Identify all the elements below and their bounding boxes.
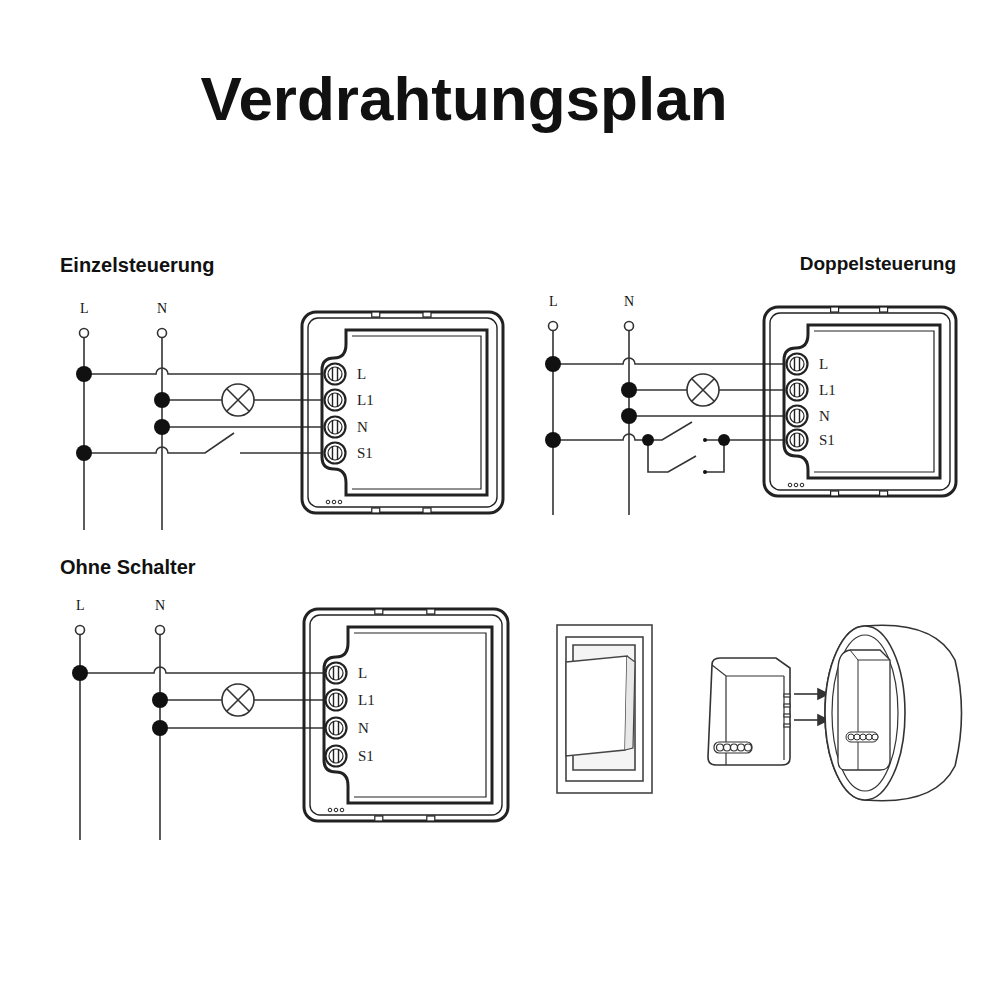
double-control-wiring xyxy=(545,322,797,516)
terminal-label: N xyxy=(357,420,368,435)
terminal-label: S1 xyxy=(358,749,374,764)
supply-label: L xyxy=(80,302,89,316)
terminal-label: L1 xyxy=(358,693,375,708)
terminal-label: L1 xyxy=(819,383,836,398)
supply-label: L xyxy=(76,599,85,613)
supply-label: N xyxy=(157,302,167,316)
supply-label: N xyxy=(624,295,634,309)
terminal-label: S1 xyxy=(819,433,835,448)
module-install-illustration xyxy=(708,625,962,801)
terminal-label: L xyxy=(819,357,828,372)
no-switch-wiring xyxy=(72,626,336,841)
supply-label: N xyxy=(155,599,165,613)
section-heading: Doppelsteuerung xyxy=(800,254,956,273)
terminal-label: N xyxy=(358,721,369,736)
wall-switch-illustration xyxy=(557,625,652,793)
relay-module: L L1N S1 xyxy=(300,310,505,515)
module-outline xyxy=(302,607,510,823)
section-heading: Ohne Schalter xyxy=(60,557,196,577)
terminal-label: N xyxy=(819,409,830,424)
terminal-label: L xyxy=(357,367,366,382)
module-outline xyxy=(300,310,505,515)
terminal-label: L1 xyxy=(357,393,374,408)
module-outline xyxy=(762,305,958,498)
single-control-wiring xyxy=(76,329,335,531)
supply-label: L xyxy=(549,295,558,309)
title: Verdrahtungsplan xyxy=(200,68,727,130)
relay-module: L L1N S1 xyxy=(762,305,958,498)
terminal-label: L xyxy=(358,666,367,681)
relay-module: L L1N S1 xyxy=(302,607,510,823)
terminal-label: S1 xyxy=(357,446,373,461)
section-heading: Einzelsteuerung xyxy=(60,255,214,275)
